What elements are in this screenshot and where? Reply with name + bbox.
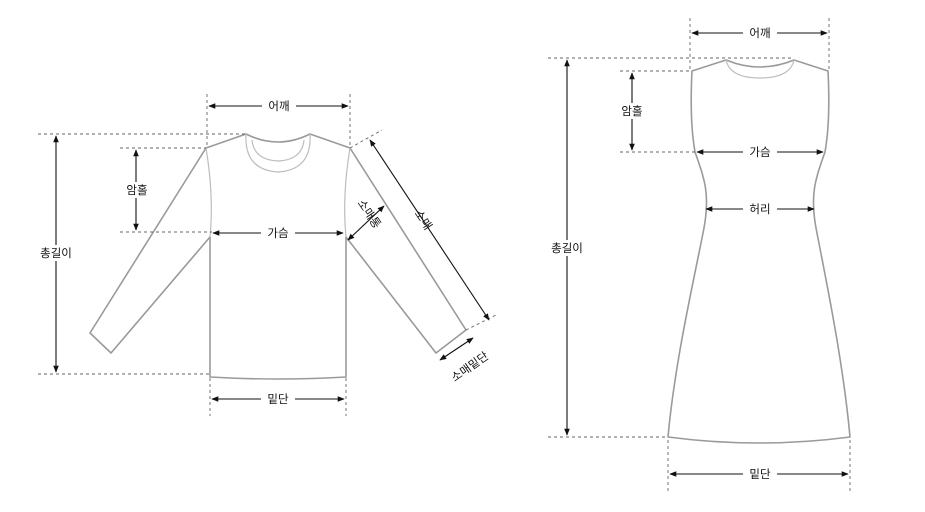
- shirt-length-label: 총길이: [40, 246, 72, 260]
- dress-hem-label: 밑단: [749, 467, 771, 481]
- shirt-chest-label: 가슴: [267, 226, 288, 240]
- label-backdrop: [615, 103, 649, 119]
- label-backdrop: [262, 98, 296, 114]
- shirt-figure: [89, 133, 467, 380]
- shirt-neck-band: [251, 139, 305, 162]
- dress-chest-label: 가슴: [749, 145, 770, 159]
- shirt-sleeve-length-arrow: [369, 139, 490, 321]
- label-backdrop: [28, 245, 84, 261]
- label-backdrop: [743, 201, 777, 217]
- shirt-sleeve-hem-arrow: [439, 337, 474, 361]
- shirt-sleeve-length-label: 소매: [412, 207, 435, 232]
- shirt-left-armhole-seam: [205, 147, 212, 238]
- label-backdrop: [120, 182, 154, 198]
- label-backdrop: [261, 225, 295, 241]
- label-backdrop: [743, 25, 777, 41]
- shirt-guides: [38, 94, 499, 416]
- shirt-shoulder-label: 어깨: [268, 99, 289, 113]
- shirt-outline: [89, 133, 467, 380]
- dress-shoulder-label: 어깨: [749, 26, 770, 40]
- dress-waist-label: 허리: [749, 202, 770, 216]
- dress-labels: 어깨 총길이 암홀 가슴 허리 밑단: [539, 25, 777, 482]
- shirt-armhole-label: 암홀: [126, 183, 147, 197]
- guide-line: [465, 313, 499, 331]
- shirt-neckline: [245, 133, 311, 173]
- label-backdrop: [539, 240, 595, 256]
- dress-outline: [667, 59, 851, 444]
- shirt-right-armhole-seam: [344, 147, 351, 238]
- dress-figure: [667, 59, 851, 444]
- shirt-sleeve-hem-label: 소매밑단: [448, 349, 491, 385]
- label-backdrop: [743, 144, 777, 160]
- guide-line: [349, 129, 383, 149]
- dress-armhole-label: 암홀: [621, 104, 642, 118]
- shirt-hem-label: 밑단: [267, 392, 289, 406]
- label-backdrop: [261, 391, 295, 407]
- label-backdrop: [743, 466, 777, 482]
- dress-length-label: 총길이: [551, 241, 583, 255]
- shirt-sleeve-width-arrow: [347, 205, 385, 241]
- dress-guides: [548, 18, 851, 492]
- dress-neckline: [725, 59, 795, 79]
